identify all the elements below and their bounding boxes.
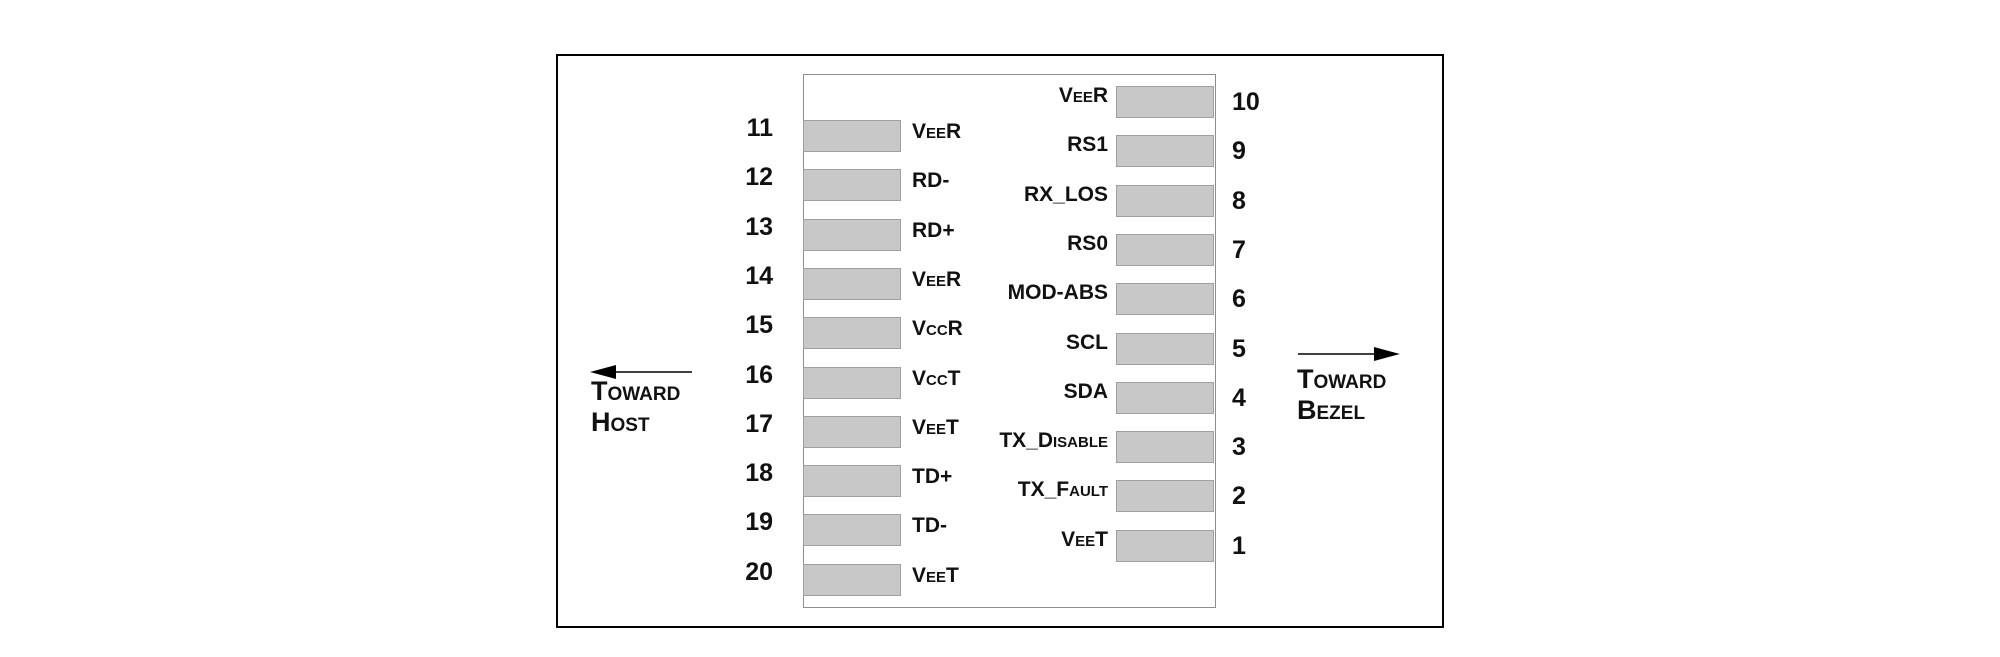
signal-label: TD+: [912, 465, 953, 489]
pin-number: 19: [745, 508, 773, 537]
signal-label: SDA: [1063, 379, 1108, 403]
signal-label: VeeR: [1058, 84, 1108, 107]
pin-number: 18: [745, 459, 773, 488]
signal-label: RD+: [912, 218, 955, 242]
pin-number: 8: [1232, 186, 1246, 215]
signal-label: TX_Fault: [1017, 478, 1108, 502]
contact-pad: [803, 415, 901, 448]
pin-number: 7: [1232, 235, 1246, 264]
contact-pad: [803, 267, 901, 300]
signal-label: VeeR: [912, 267, 962, 291]
contact-pad: [803, 465, 901, 498]
pin-number: 2: [1232, 482, 1246, 511]
pin-number: 20: [745, 557, 773, 586]
pin-number: 17: [745, 409, 773, 438]
pin-number: 11: [746, 114, 773, 142]
signal-label: TX_Disable: [999, 429, 1108, 453]
contact-pad: [803, 563, 901, 596]
pin-number: 4: [1232, 383, 1246, 412]
contact-pad: [1116, 529, 1214, 562]
pin-number: 9: [1232, 137, 1246, 166]
signal-label: VeeT: [912, 563, 959, 587]
contact-pad: [1116, 233, 1214, 266]
diagram-frame: [556, 54, 1444, 628]
contact-pad: [1116, 135, 1214, 168]
signal-label: TD-: [912, 514, 947, 538]
signal-label: VeeT: [912, 415, 959, 439]
contact-pad: [1116, 86, 1214, 118]
signal-label: VccT: [912, 366, 961, 390]
toward-bezel-label: Toward Bezel: [1297, 364, 1386, 426]
contact-pad: [1116, 283, 1214, 316]
contact-pad: [803, 317, 901, 350]
signal-label: VeeT: [1061, 527, 1108, 551]
contact-pad: [1116, 184, 1214, 217]
pin-number: 16: [745, 360, 773, 389]
pin-number: 14: [745, 261, 773, 290]
signal-label: VccR: [912, 317, 963, 341]
pin-number: 15: [745, 311, 773, 340]
arrow-right-icon: [1298, 347, 1400, 361]
toward-bezel-line2: Bezel: [1297, 395, 1366, 425]
pin-number: 6: [1232, 285, 1246, 314]
contact-pad: [803, 120, 901, 152]
contact-pad: [1116, 332, 1214, 365]
toward-bezel-line1: Toward: [1297, 364, 1387, 394]
signal-label: RX_LOS: [1023, 182, 1108, 206]
pin-number: 5: [1232, 334, 1246, 363]
pin-number: 1: [1232, 531, 1246, 560]
toward-host-line1: Toward: [591, 376, 681, 406]
contact-pad: [803, 514, 901, 547]
signal-label: RS0: [1067, 231, 1108, 255]
signal-label: RS1: [1067, 133, 1108, 157]
arrow-left-icon: [590, 365, 692, 379]
contact-pad: [1116, 381, 1214, 414]
toward-host-label: Toward Host: [591, 376, 680, 438]
signal-label: RD-: [912, 169, 950, 193]
contact-pad: [803, 218, 901, 251]
pin-number: 10: [1232, 88, 1260, 116]
pin-number: 12: [745, 163, 773, 192]
signal-label: VeeR: [912, 120, 962, 143]
toward-host-line2: Host: [591, 407, 650, 437]
contact-pad: [1116, 480, 1214, 513]
signal-label: SCL: [1066, 330, 1108, 354]
contact-pad: [1116, 431, 1214, 464]
signal-label: MOD-ABS: [1007, 281, 1108, 305]
pin-number: 13: [745, 212, 773, 241]
contact-pad: [803, 366, 901, 399]
contact-pad: [803, 169, 901, 202]
pin-number: 3: [1232, 433, 1246, 462]
